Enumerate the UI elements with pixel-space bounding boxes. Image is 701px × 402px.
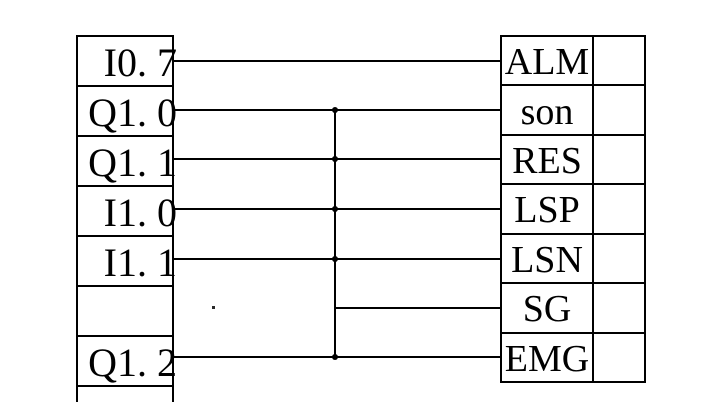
terminal-label: LSP [514,189,580,232]
junction-dot-emg [332,354,338,360]
plc-io-cell-q1-2: Q1. 2 [78,337,177,387]
terminal-pin-cell [594,37,644,84]
terminal-row-lsp: LSP [502,185,644,235]
terminal-label: LSN [511,238,583,281]
plc-io-cell-i1-1: I1. 1 [78,237,177,287]
junction-dot-son [332,107,338,113]
terminal-cell: LSP [502,185,594,233]
servo-terminal-table: ALM son RES LSP LSN [500,35,646,383]
common-bus-line [334,110,336,357]
plc-io-table: I0. 7 Q1. 0 Q1. 1 I1. 0 I1. 1 Q1. 2 [76,35,177,402]
terminal-pin-cell [594,284,644,331]
plc-io-cell-i0-7: I0. 7 [78,37,177,87]
plc-io-cell-q1-1: Q1. 1 [78,137,177,187]
plc-io-cell-q1-0: Q1. 0 [78,87,177,137]
terminal-row-sg: SG [502,284,644,334]
terminal-label: EMG [504,337,590,380]
terminal-row-res: RES [502,135,644,186]
plc-io-label: Q1. 0 [88,89,177,135]
plc-io-label: I0. 7 [103,39,177,85]
plc-io-cell-i1-0: I1. 0 [78,187,177,237]
terminal-pin-cell [594,86,644,133]
stray-dot-artifact [212,306,215,309]
plc-io-label: I1. 1 [103,239,177,285]
plc-io-cell-empty [78,287,172,337]
terminal-label: ALM [504,41,590,84]
terminal-pin-cell [594,136,644,183]
wire-bus-sg [334,307,502,309]
junction-dot-lsn [332,256,338,262]
terminal-label: son [520,90,574,133]
terminal-label: RES [512,140,582,183]
terminal-cell: SG [502,284,594,332]
terminal-pin-cell [594,185,644,232]
terminal-pin-cell [594,235,644,282]
terminal-cell: son [502,86,594,134]
terminal-label: SG [522,288,572,331]
terminal-cell: ALM [502,37,594,85]
terminal-cell: LSN [502,234,594,283]
terminal-row-alm: ALM [502,37,644,87]
junction-dot-lsp [332,206,338,212]
terminal-row-lsn: LSN [502,234,644,285]
wire-i07-alm [172,60,502,62]
terminal-cell: RES [502,135,594,184]
plc-io-label: I1. 0 [103,189,177,235]
plc-io-label: Q1. 1 [88,139,177,185]
junction-dot-res [332,156,338,162]
terminal-cell: EMG [502,333,594,381]
terminal-row-son: son [502,86,644,136]
terminal-pin-cell [594,334,644,381]
plc-io-label: Q1. 2 [88,339,177,385]
plc-io-cell-empty-bottom [78,387,172,402]
terminal-row-emg: EMG [502,333,644,381]
